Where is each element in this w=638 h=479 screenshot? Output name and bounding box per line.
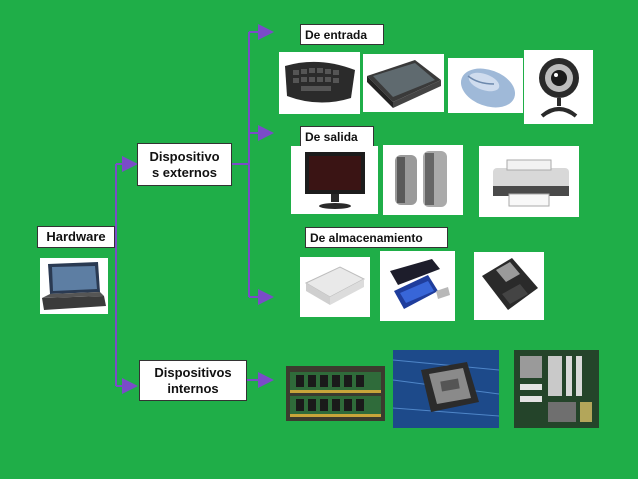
external-drive-icon [300,257,370,317]
mouse-icon [448,58,523,113]
speakers-icon [383,145,463,215]
webcam-icon [524,50,593,124]
external-devices-label-line2: s externos [151,164,218,180]
floppy-disk-icon [474,252,544,320]
internal-devices-label-line2: internos [167,380,219,396]
storage-devices-label: De almacenamiento [310,230,423,245]
monitor-icon [291,146,378,214]
output-devices-node: De salida [300,126,374,147]
hardware-node: Hardware [37,226,115,248]
usb-flash-drive-icon [380,251,455,321]
external-devices-node: Dispositivo s externos [137,143,232,186]
laptop-icon [40,258,108,314]
output-devices-label: De salida [305,129,358,144]
internal-devices-label-line1: Dispositivos [154,364,232,380]
ram-module-icon [286,366,385,421]
external-devices-label-line1: Dispositivo [149,148,220,164]
cpu-chip-icon [393,350,499,428]
motherboard-icon [514,350,599,428]
scanner-icon [363,54,444,112]
input-devices-label: De entrada [305,27,368,42]
internal-devices-node: Dispositivos internos [139,360,247,401]
printer-icon [479,146,579,217]
keyboard-icon [279,52,360,114]
input-devices-node: De entrada [300,24,384,45]
storage-devices-node: De almacenamiento [305,227,448,248]
hardware-label: Hardware [46,229,106,244]
